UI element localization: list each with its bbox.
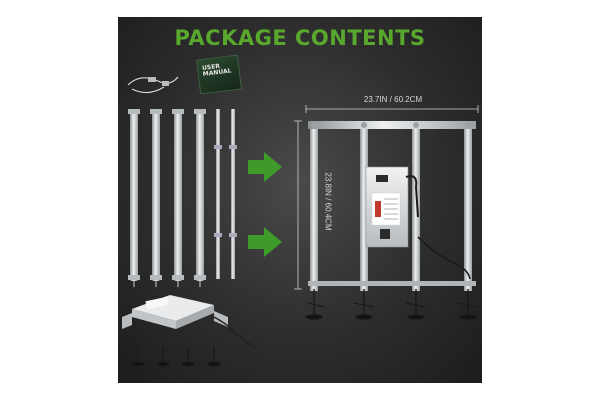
width-dimension-label: 23.7IN / 60.2CM	[363, 95, 423, 104]
light-bars	[128, 109, 237, 287]
arrow-right-icon	[248, 227, 282, 257]
height-dimension-line	[294, 120, 302, 290]
led-driver	[122, 295, 259, 350]
user-manual-label: USER MANUAL	[201, 62, 232, 78]
arrow-right-icon	[248, 152, 282, 182]
light-bar	[150, 109, 162, 287]
light-bar	[172, 109, 184, 287]
light-bar	[128, 109, 140, 287]
mounting-rail	[214, 109, 222, 279]
power-cables	[127, 76, 179, 94]
width-dimension-line	[305, 105, 479, 113]
product-panel: PACKAGE CONTENTS	[118, 17, 482, 383]
user-manual: USER MANUAL	[196, 54, 242, 95]
light-bar	[194, 109, 206, 287]
contents-illustration	[122, 76, 479, 367]
stand-feet	[131, 347, 221, 367]
mounting-rail	[229, 109, 237, 279]
mounted-driver	[365, 166, 471, 280]
page-title: PACKAGE CONTENTS	[174, 26, 426, 50]
height-dimension-label: 23.8IN / 60.4CM	[323, 172, 333, 231]
assembled-light	[308, 121, 476, 291]
frame-feet	[305, 289, 477, 320]
